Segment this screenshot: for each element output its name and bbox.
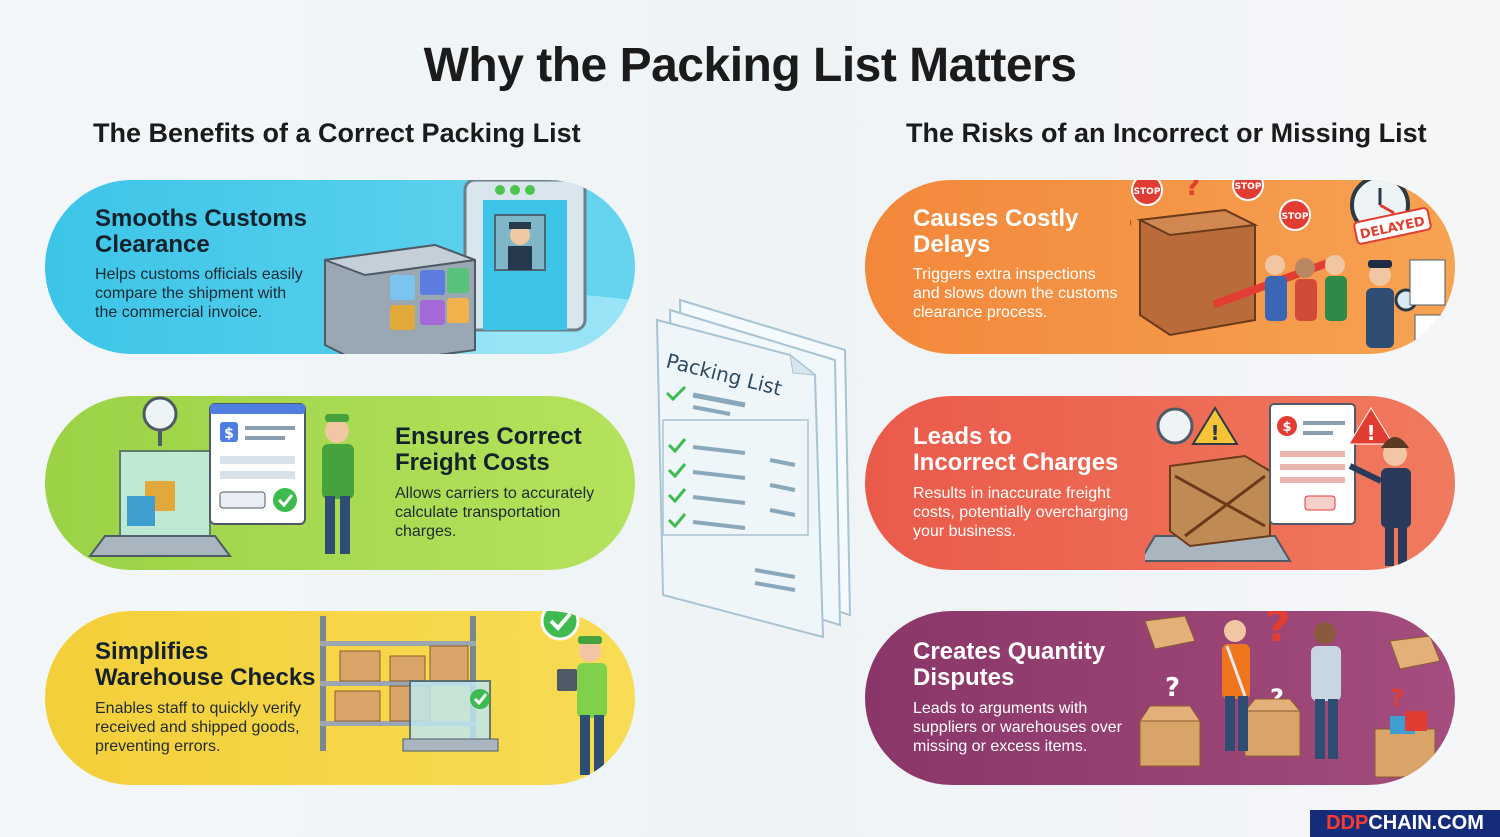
benefit-card-customs: Smooths Customs Clearance Helps customs …	[45, 180, 635, 354]
svg-text:STOP: STOP	[1134, 187, 1161, 197]
svg-text:STOP: STOP	[1235, 182, 1262, 192]
card-description: Allows carriers to accurately calculate …	[395, 485, 595, 540]
scale-invoice-illustration: $	[88, 396, 354, 557]
benefit-card-warehouse: Simplifies Warehouse Checks Enables staf…	[45, 611, 635, 785]
svg-text:$: $	[1282, 420, 1291, 435]
card-title: Leads to Incorrect Charges	[913, 423, 1119, 476]
card-description: Triggers extra inspections and slows dow…	[913, 266, 1118, 321]
card-title: Smooths Customs Clearance	[95, 205, 308, 258]
svg-text:!: !	[1366, 421, 1375, 445]
quantity-dispute-illustration: ? ? ? ?	[1139, 611, 1441, 778]
svg-text:?: ?	[1165, 673, 1180, 703]
customs-delay-illustration: STOP STOP STOP ? ? DELAYED	[1130, 180, 1454, 348]
card-title: Creates Quantity Disputes	[913, 638, 1106, 691]
card-title: Causes Costly Delays	[913, 205, 1079, 258]
card-description: Results in inaccurate freight costs, pot…	[913, 485, 1129, 540]
card-description: Leads to arguments with suppliers or war…	[913, 700, 1122, 755]
benefits-heading: The Benefits of a Correct Packing List	[93, 118, 581, 148]
svg-text:!: !	[1210, 421, 1219, 445]
svg-text:?: ?	[1185, 180, 1200, 202]
overcharge-illustration: ! $ !	[1145, 403, 1411, 566]
card-description: Helps customs officials easily compare t…	[95, 266, 303, 321]
page-title: Why the Packing List Matters	[423, 39, 1077, 92]
warehouse-shelf-illustration	[320, 611, 607, 775]
packing-list-document: Packing List	[655, 298, 852, 639]
svg-text:?: ?	[1265, 611, 1291, 652]
risks-heading: The Risks of an Incorrect or Missing Lis…	[906, 118, 1427, 148]
svg-text:?: ?	[1390, 684, 1404, 712]
svg-text:?: ?	[1130, 216, 1133, 241]
risk-card-charges: Leads to Incorrect Charges Results in in…	[865, 396, 1455, 570]
brand-badge: DDPCHAIN.COM	[1310, 810, 1500, 837]
card-title: Ensures Correct Freight Costs	[395, 423, 582, 476]
svg-text:STOP: STOP	[1282, 212, 1309, 222]
svg-text:$: $	[224, 426, 234, 442]
container-scanner-illustration	[324, 180, 635, 354]
card-title: Simplifies Warehouse Checks	[95, 638, 316, 691]
benefit-card-freight: Ensures Correct Freight Costs Allows car…	[45, 396, 635, 570]
risk-card-disputes: Creates Quantity Disputes Leads to argum…	[865, 611, 1455, 785]
card-description: Enables staff to quickly verify received…	[95, 700, 302, 755]
risk-card-delays: Causes Costly Delays Triggers extra insp…	[865, 180, 1455, 354]
